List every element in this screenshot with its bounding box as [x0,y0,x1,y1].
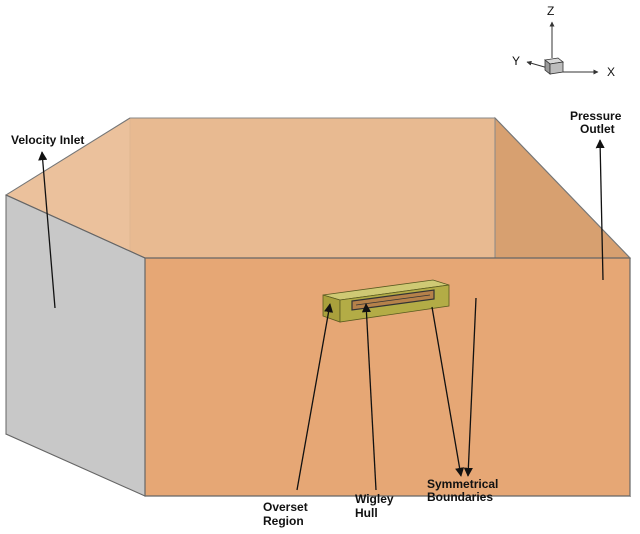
edge-top-back-right [494,117,631,259]
pressure-outlet-label-line2: Outlet [580,122,615,136]
overset-region-label-line1: Overset [263,500,308,514]
domain-box [4,116,632,498]
pressure-outlet-label-line1: Pressure [570,109,622,123]
z-axis-label: Z [547,4,554,18]
wigley-hull-label-line1: Wigley [355,492,394,506]
overset-region-label-line2: Region [263,514,304,528]
annotation-labels: Velocity Inlet Pressure Outlet Overset R… [11,109,622,528]
symmetrical-boundary-arrow-2 [463,297,477,477]
pressure-outlet-arrow [595,139,605,281]
annotation-arrows [38,139,605,491]
edge-top-back-left [5,117,131,196]
axis-triad: Z Y X [512,4,615,79]
y-axis-line [526,60,549,69]
velocity-inlet-label: Velocity Inlet [11,133,84,147]
y-axis-label: Y [512,54,520,68]
symmetrical-boundaries-label-line1: Symmetrical [427,477,498,491]
axis-cube-side [549,61,564,75]
symmetrical-boundaries-label-line2: Boundaries [427,490,493,504]
wigley-hull-label-line2: Hull [355,506,378,520]
velocity-inlet-arrow [38,151,56,309]
wigley-hull-arrow [361,303,377,491]
overset-region-arrow [296,303,334,491]
edge-top-left [5,194,146,259]
symmetry-face [144,257,631,497]
symmetrical-boundary-arrow-1 [431,306,465,477]
x-axis-label: X [607,65,615,79]
